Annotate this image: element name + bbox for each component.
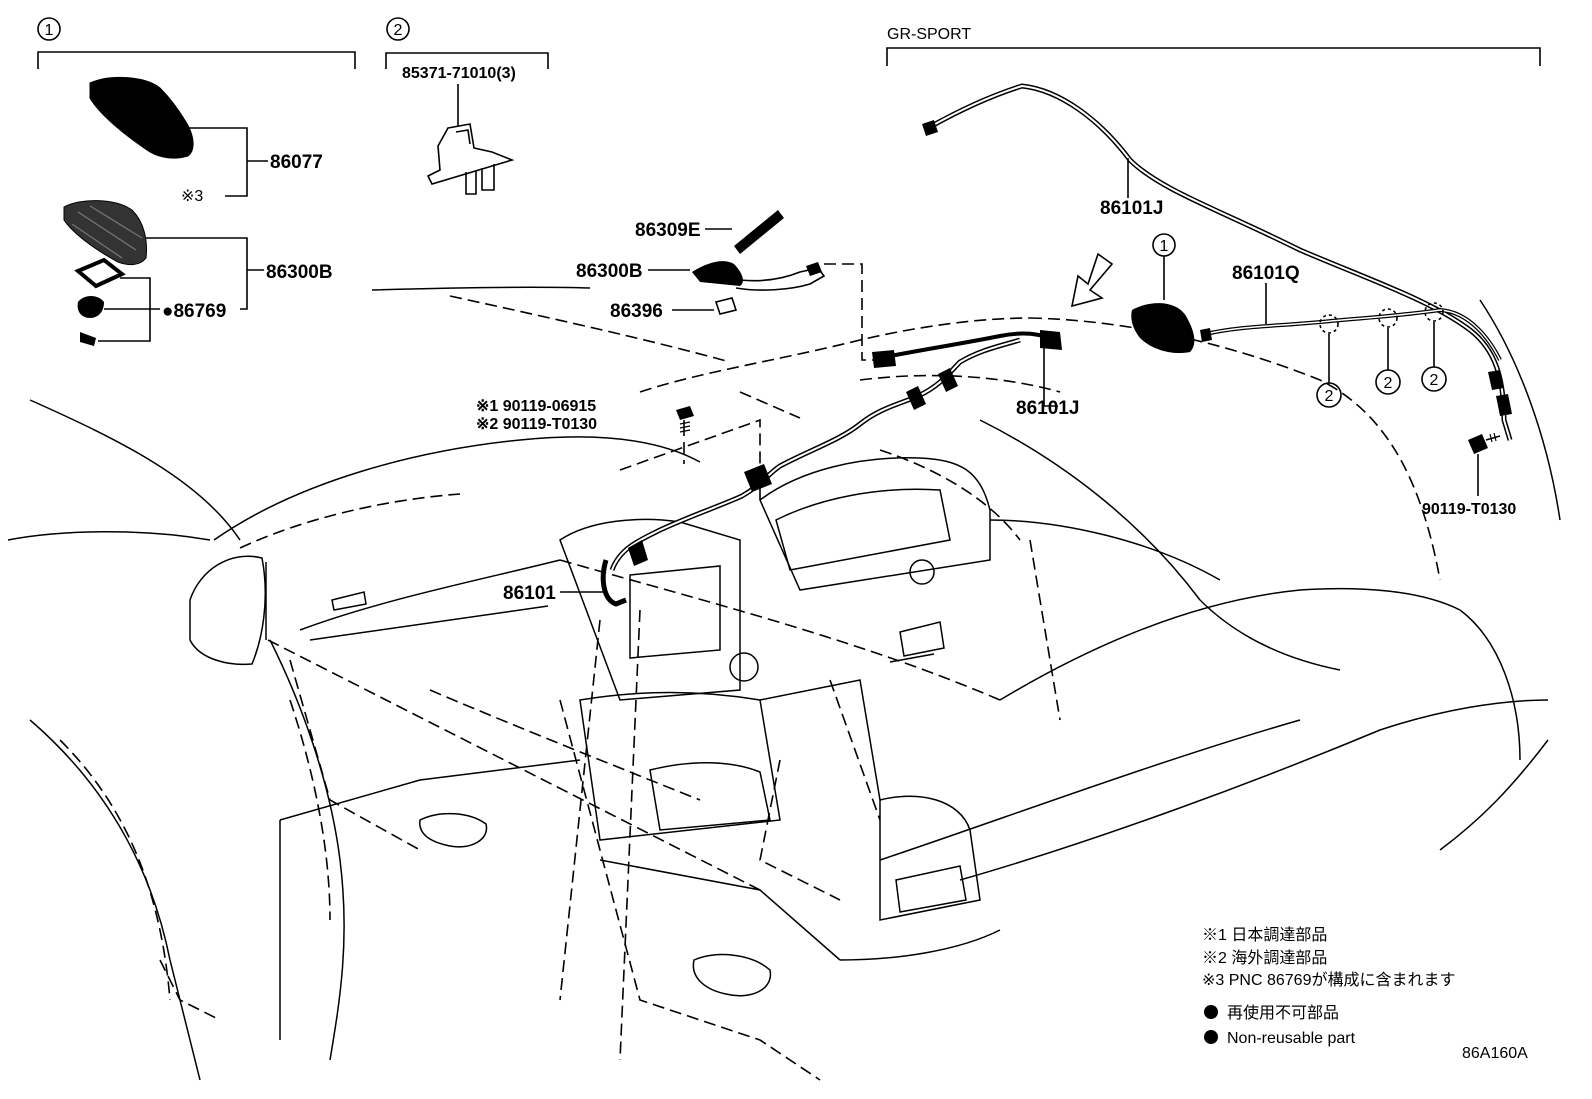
part-90119-t0130-label: 90119-T0130 bbox=[1422, 501, 1516, 518]
rod-antenna-86309e[interactable] bbox=[734, 210, 784, 254]
legend-note3: ※3 PNC 86769が構成に含まれます bbox=[1202, 971, 1455, 989]
part-86309e-label: 86309E bbox=[635, 220, 701, 241]
gr-sport-label: GR-SPORT bbox=[887, 26, 971, 43]
antenna-cover-gr-sport[interactable] bbox=[1131, 303, 1195, 354]
bolt-ref2-label: ※2 90119-T0130 bbox=[476, 416, 597, 433]
part-86101q-label: 86101Q bbox=[1232, 263, 1300, 284]
bolt-90119-t0130[interactable] bbox=[1468, 432, 1501, 454]
part-86077-label: 86077 bbox=[270, 152, 323, 173]
part-86101-label: 86101 bbox=[503, 583, 556, 604]
svg-text:2: 2 bbox=[1384, 375, 1393, 392]
vehicle-interior-outline bbox=[7, 286, 1561, 1081]
nut-86396[interactable] bbox=[714, 297, 738, 315]
clip-marker-b: 2 bbox=[1375, 328, 1401, 395]
legend-nonreuse-jp: 再使用不可部品 bbox=[1227, 1004, 1339, 1022]
nonreuse-dot-icon bbox=[1204, 1005, 1218, 1019]
antenna-cover-86077[interactable] bbox=[89, 76, 194, 159]
note3-ref: ※3 bbox=[181, 188, 203, 205]
group-2-marker: 2 bbox=[394, 22, 403, 39]
antenna-base-86300b[interactable] bbox=[63, 200, 147, 266]
part-86300b-mid-label: 86300B bbox=[576, 261, 643, 282]
clip-85371[interactable] bbox=[426, 123, 515, 195]
harness-86101j[interactable] bbox=[922, 83, 1513, 441]
legend-nonreuse-en: Non-reusable part bbox=[1227, 1030, 1356, 1047]
diagram-id: 86A160A bbox=[1462, 1045, 1528, 1062]
direction-arrow bbox=[1070, 252, 1114, 308]
group-2-header: 2 bbox=[385, 17, 549, 69]
nut-86769[interactable] bbox=[77, 296, 104, 346]
group-1-header: 1 bbox=[37, 17, 356, 69]
svg-text:2: 2 bbox=[1430, 372, 1439, 389]
gr-marker-1: 1 bbox=[1160, 238, 1169, 255]
group-1-marker: 1 bbox=[45, 22, 54, 39]
cable-86101q[interactable] bbox=[1200, 302, 1502, 361]
antenna-base-86300b-mid[interactable] bbox=[692, 261, 826, 291]
legend: ※1 日本調達部品 ※2 海外調達部品 ※3 PNC 86769が構成に含まれま… bbox=[1202, 926, 1455, 1047]
part-86300b-left-label: 86300B bbox=[266, 262, 333, 283]
legend-note2: ※2 海外調達部品 bbox=[1202, 949, 1327, 967]
part-86769-label: ●86769 bbox=[162, 301, 226, 322]
harness-86101[interactable] bbox=[600, 330, 1062, 607]
bolt-90119[interactable] bbox=[676, 406, 694, 436]
part-86101j-lower-label: 86101J bbox=[1016, 398, 1079, 419]
clip-marker-a: 2 bbox=[1316, 334, 1342, 408]
gr-sport-bracket bbox=[886, 47, 1541, 66]
svg-text:2: 2 bbox=[1325, 388, 1334, 405]
part-86396-label: 86396 bbox=[610, 301, 663, 322]
gasket-86769[interactable] bbox=[74, 257, 126, 289]
part-85371-label: 85371-71010(3) bbox=[402, 65, 516, 82]
part-86101j-upper-label: 86101J bbox=[1100, 198, 1163, 219]
nonreuse-dot-icon-en bbox=[1204, 1030, 1218, 1044]
clip-marker-c: 2 bbox=[1421, 322, 1447, 392]
legend-note1: ※1 日本調達部品 bbox=[1202, 926, 1327, 944]
bolt-ref1-label: ※1 90119-06915 bbox=[476, 398, 596, 415]
